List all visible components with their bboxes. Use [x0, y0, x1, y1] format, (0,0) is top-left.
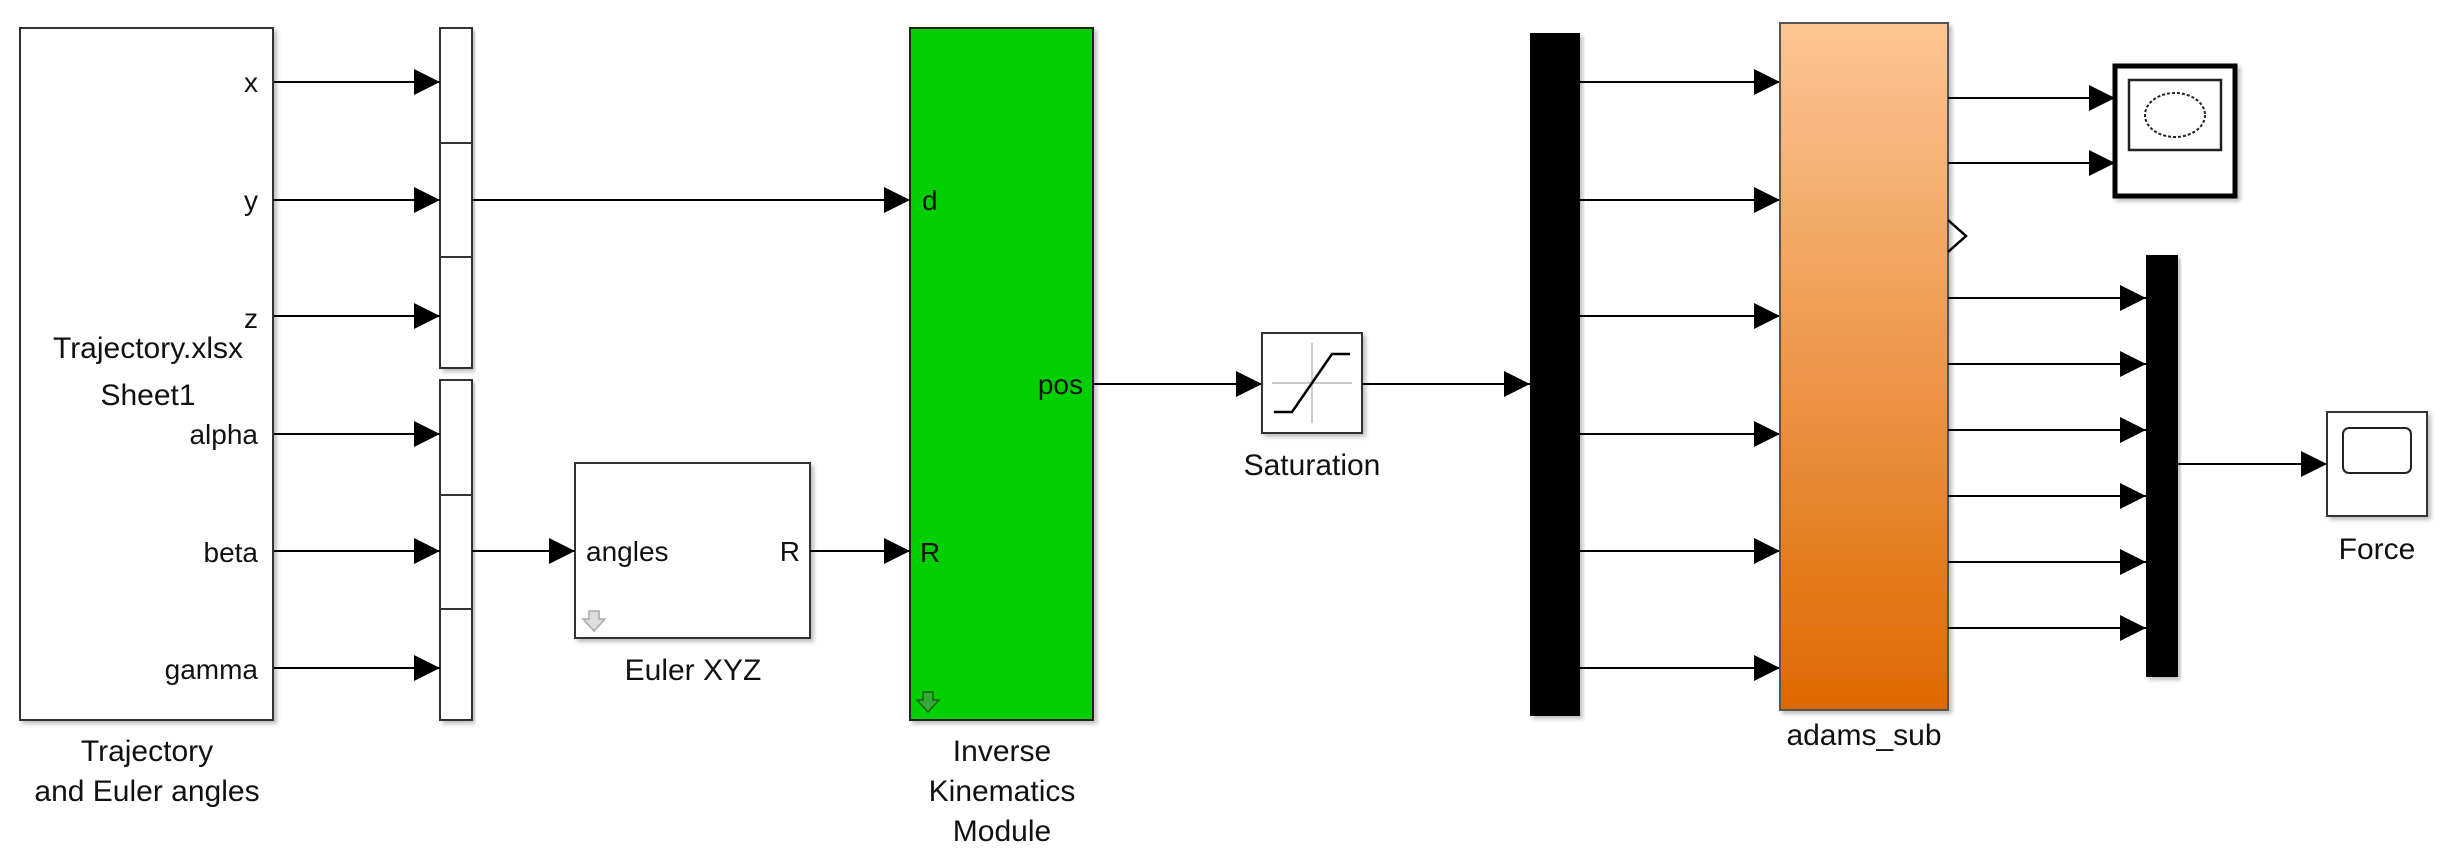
mux-angles[interactable]	[439, 379, 473, 721]
force-caption: Force	[2339, 533, 2416, 566]
port-alpha: alpha	[189, 419, 258, 450]
down-arrow-icon	[915, 691, 941, 714]
trajectory-source-block[interactable]: x y z alpha beta gamma Trajectory.xlsx S…	[19, 27, 274, 721]
euler-caption: Euler XYZ	[625, 654, 762, 687]
adams-to-scope-lines	[1948, 85, 2115, 176]
saturation-icon	[1272, 343, 1352, 423]
subsystem-arrow-icon	[1947, 219, 1968, 253]
port-x: x	[244, 67, 258, 98]
ik-caption-line1: Inverse	[953, 735, 1051, 768]
force-scope-block[interactable]	[2326, 411, 2428, 517]
port-z: z	[244, 303, 258, 334]
ik-in-port-r: R	[920, 537, 940, 568]
port-beta: beta	[204, 537, 259, 568]
adams-sub-block[interactable]	[1779, 22, 1968, 711]
adams-to-mux-lines	[1948, 285, 2146, 641]
adams-caption: adams_sub	[1786, 719, 1941, 752]
source-sheet-name: Sheet1	[100, 379, 195, 412]
port-y: y	[244, 185, 258, 216]
down-arrow-icon	[581, 610, 607, 633]
mux-xyz[interactable]	[439, 27, 473, 369]
scope-icon	[2342, 427, 2412, 474]
euler-xyz-block[interactable]: angles R	[574, 462, 811, 639]
source-caption-line2: and Euler angles	[34, 775, 259, 808]
saturation-block[interactable]	[1261, 332, 1363, 434]
euler-out-port: R	[780, 536, 800, 567]
saturation-caption: Saturation	[1244, 449, 1381, 482]
ik-caption-line2: Kinematics	[929, 775, 1076, 808]
euler-in-port: angles	[586, 536, 669, 567]
force-mux-bar[interactable]	[2146, 255, 2178, 677]
ik-out-port-pos: pos	[1038, 369, 1083, 400]
demux-bar[interactable]	[1530, 33, 1580, 716]
xy-scope-block[interactable]	[2112, 63, 2238, 199]
mux-signal-lines	[472, 187, 1262, 564]
source-signal-lines	[274, 69, 440, 681]
ik-in-port-d: d	[922, 185, 938, 216]
demux-signal-lines	[1580, 69, 1780, 681]
source-caption-line1: Trajectory	[81, 735, 213, 768]
inverse-kinematics-block[interactable]: d R pos	[909, 27, 1094, 721]
source-file-name: Trajectory.xlsx	[53, 332, 243, 365]
port-gamma: gamma	[165, 654, 259, 685]
scope-icon	[2144, 92, 2206, 138]
ik-caption-line3: Module	[953, 815, 1051, 848]
